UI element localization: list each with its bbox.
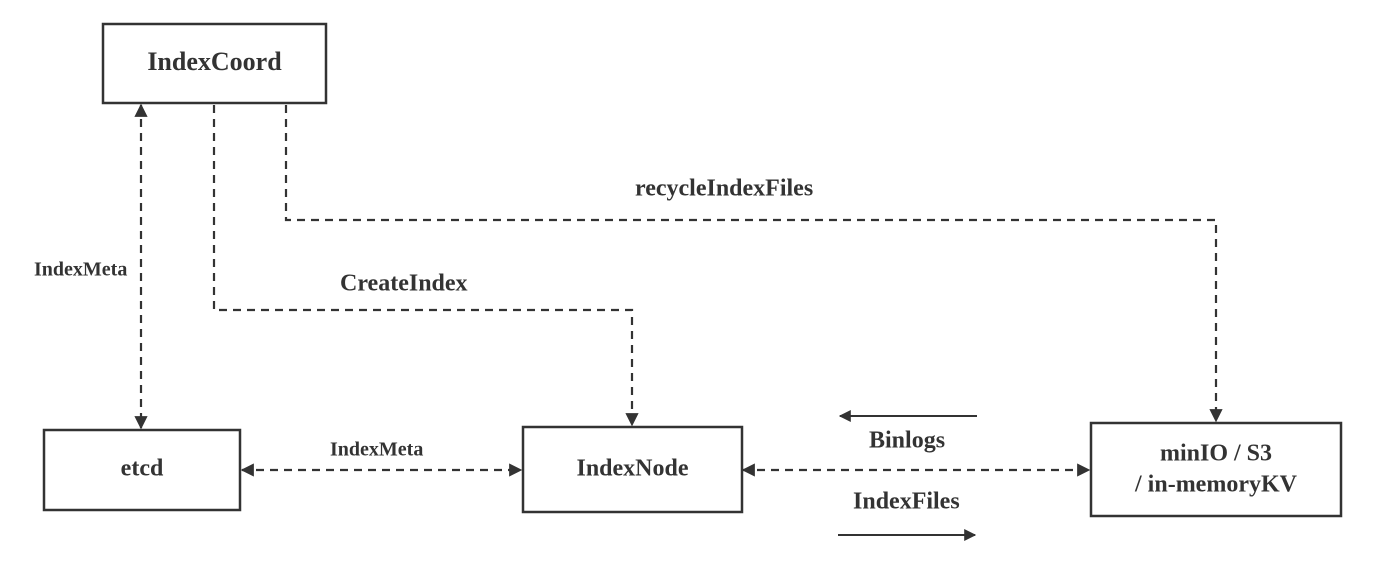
label-indexfiles: IndexFiles bbox=[853, 489, 960, 515]
node-storage-label-line2: / in-memoryKV bbox=[1134, 472, 1298, 498]
edge-recycleindexfiles bbox=[284, 105, 1223, 423]
node-indexcoord-label: IndexCoord bbox=[147, 47, 282, 76]
label-createindex: CreateIndex bbox=[340, 271, 468, 297]
node-indexcoord: IndexCoord bbox=[101, 22, 328, 105]
node-indexnode-label: IndexNode bbox=[576, 456, 688, 482]
label-indexmeta-horizontal: IndexMeta bbox=[330, 439, 423, 461]
node-storage-label-line1: minIO / S3 bbox=[1160, 441, 1272, 467]
node-etcd-label: etcd bbox=[121, 456, 164, 482]
node-indexnode: IndexNode bbox=[521, 425, 744, 514]
node-storage: minIO / S3 / in-memoryKV bbox=[1089, 421, 1343, 518]
label-recycleindexfiles: recycleIndexFiles bbox=[635, 176, 813, 202]
node-etcd: etcd bbox=[42, 428, 242, 512]
label-binlogs: Binlogs bbox=[869, 428, 945, 454]
label-indexmeta-vertical: IndexMeta bbox=[34, 259, 127, 281]
edge-createindex bbox=[212, 105, 639, 427]
